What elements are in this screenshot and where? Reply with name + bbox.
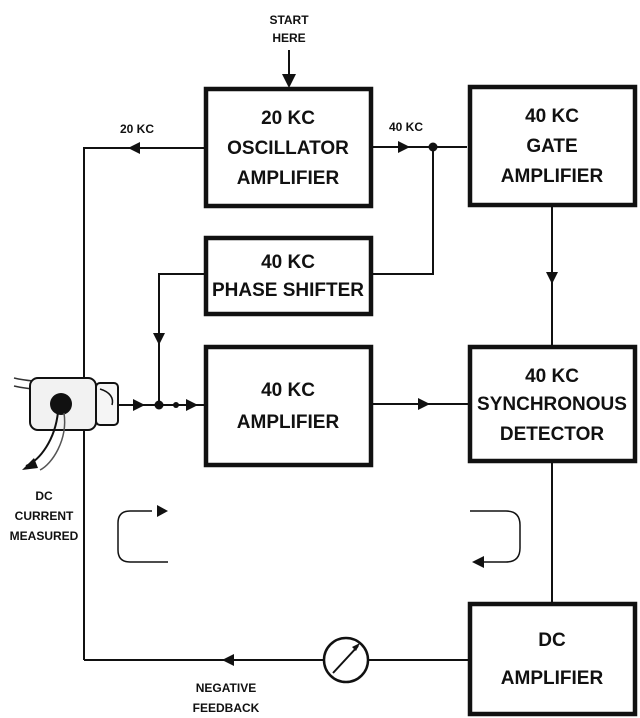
detector-line2: SYNCHRONOUS: [477, 394, 627, 415]
wire-phase-to-amp: [158, 273, 206, 405]
wire-junction-to-phase: [371, 147, 434, 275]
detector-line3: DETECTOR: [500, 424, 604, 445]
arrow-icon: [222, 654, 234, 666]
arrow-icon: [282, 74, 296, 88]
dc-amplifier-block: DC AMPLIFIER: [467, 601, 638, 717]
signal-40kc-label: 40 KC: [389, 120, 423, 134]
gate-amplifier-block: 40 KC GATE AMPLIFIER: [467, 84, 638, 208]
arrow-icon: [128, 142, 140, 154]
phase-shifter-block: 40 KC PHASE SHIFTER: [203, 235, 374, 317]
junction-dot: [428, 142, 438, 152]
oscillator-amplifier-block: 20 KC OSCILLATOR AMPLIFIER: [203, 86, 374, 209]
gate-line1: 40 KC: [525, 106, 579, 127]
dc-line2: AMPLIFIER: [501, 668, 604, 689]
measured-line3: MEASURED: [10, 529, 79, 543]
loop-arrow-icon: [117, 505, 168, 563]
arrow-icon: [186, 399, 198, 411]
amplifier-40kc-block: 40 KC AMPLIFIER: [203, 344, 374, 468]
detector-line1: 40 KC: [525, 366, 579, 387]
feedback-line1: NEGATIVE: [196, 681, 256, 695]
amp-line1: 40 KC: [261, 380, 315, 401]
junction-dot: [173, 402, 179, 408]
synchronous-detector-block: 40 KC SYNCHRONOUS DETECTOR: [467, 344, 638, 464]
gate-line3: AMPLIFIER: [501, 166, 604, 187]
gate-line2: GATE: [526, 136, 577, 157]
junction-dot: [154, 400, 164, 410]
signal-20kc-label: 20 KC: [120, 122, 154, 136]
amp-line2: AMPLIFIER: [237, 412, 340, 433]
loop-arrow-icon: [470, 510, 521, 568]
oscillator-line3: AMPLIFIER: [237, 168, 340, 189]
start-label-line1: START: [269, 13, 309, 27]
phase-line2: PHASE SHIFTER: [212, 280, 364, 301]
dc-line1: DC: [538, 630, 566, 651]
arrow-icon: [398, 141, 410, 153]
meter-icon: [322, 636, 370, 684]
measured-line1: DC: [35, 489, 53, 503]
arrows: [128, 141, 558, 666]
start-label-line2: HERE: [272, 31, 305, 45]
current-probe-icon: [13, 377, 119, 471]
feedback-line2: FEEDBACK: [193, 701, 260, 715]
start-marker: START HERE: [269, 13, 309, 88]
oscillator-line2: OSCILLATOR: [227, 138, 349, 159]
arrow-icon: [133, 399, 145, 411]
arrow-icon: [153, 333, 165, 345]
measured-line2: CURRENT: [15, 509, 74, 523]
arrow-icon: [418, 398, 430, 410]
arrow-icon: [546, 272, 558, 284]
oscillator-line1: 20 KC: [261, 108, 315, 129]
wire-osc-20kc-rail: [83, 147, 206, 660]
phase-line1: 40 KC: [261, 252, 315, 273]
